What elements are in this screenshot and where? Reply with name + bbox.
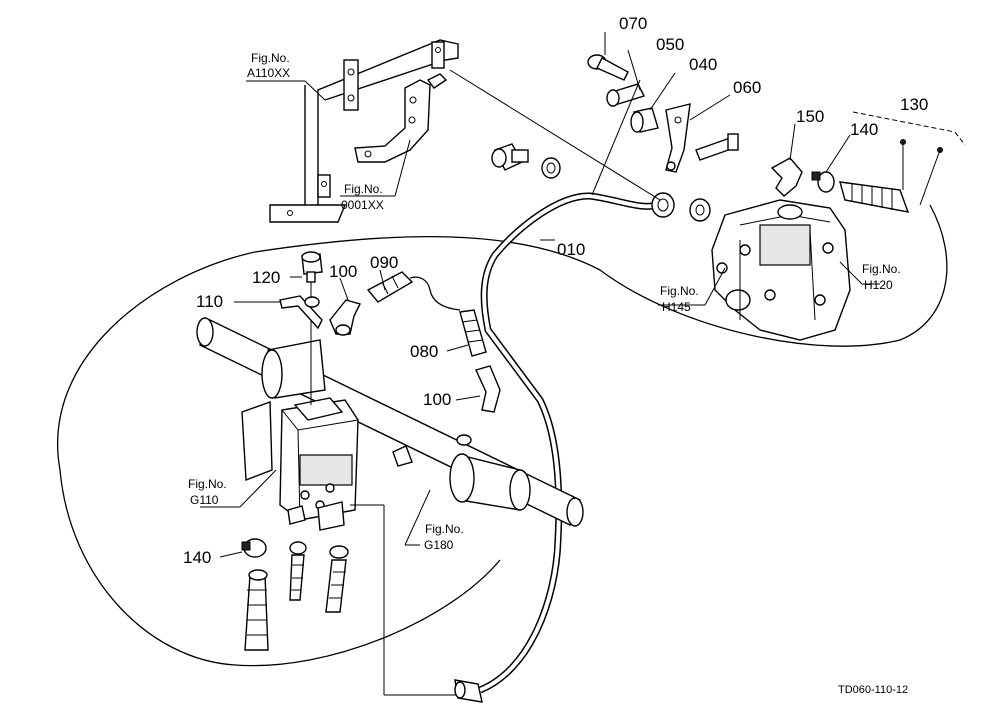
figure-ref-g110: Fig.No. G110	[188, 477, 227, 507]
left-boundary-loop	[57, 251, 501, 667]
figure-ref-g180: Fig.No. G180	[424, 522, 464, 552]
figure-ref-a110: Fig.No. A110XX	[247, 51, 290, 80]
leader-lines	[200, 32, 880, 696]
part-label-120: 120	[252, 268, 280, 287]
bracket-0001	[354, 73, 448, 163]
figure-ref-0001-line1: Fig.No.	[344, 182, 383, 196]
figure-ref-g180-line1: Fig.No.	[425, 522, 464, 536]
clamp-140-lower	[241, 538, 267, 558]
part-label-090: 090	[370, 253, 398, 272]
bolt-small	[695, 133, 739, 161]
washer-a	[541, 157, 561, 179]
elbow-100-upper	[329, 299, 362, 336]
part-label-100-upper: 100	[329, 262, 357, 281]
part-label-050: 050	[656, 35, 684, 54]
part-label-010: 010	[557, 240, 585, 259]
bracket-130-dashed	[852, 111, 966, 146]
banjo-bolt	[491, 143, 529, 171]
figure-ref-g110-line2: G110	[190, 493, 219, 507]
cylinder-right	[449, 453, 531, 511]
hose-lower-b	[289, 541, 307, 601]
clamp-140-upper	[811, 171, 835, 193]
figure-ref-g110-line1: Fig.No.	[188, 477, 227, 491]
bolt-070	[587, 54, 629, 81]
part-label-110: 110	[196, 292, 223, 311]
part-label-080: 080	[410, 342, 438, 361]
elbow-150	[770, 157, 803, 197]
bolt-120	[301, 251, 323, 405]
figure-ref-h145-line2: H145	[662, 300, 691, 314]
pipe-110	[279, 295, 323, 330]
figure-ref-0001: Fig.No. 0001XX	[341, 182, 384, 212]
part-label-150: 150	[796, 107, 824, 126]
figure-ref-g180-line2: G180	[424, 538, 454, 552]
bracket-a110	[269, 39, 459, 223]
part-label-130: 130	[900, 95, 928, 114]
hose-fitting-080	[459, 309, 487, 357]
hose-lower-a	[244, 569, 269, 651]
hydraulic-pump	[711, 199, 851, 341]
figure-ref-0001-line2: 0001XX	[341, 198, 384, 212]
part-label-060: 060	[733, 78, 761, 97]
figure-ref-h120-line1: Fig.No.	[862, 262, 901, 276]
collar-left	[261, 339, 326, 399]
figure-ref-h120-line2: H120	[864, 278, 893, 292]
washer-b	[689, 198, 711, 222]
pipe-010	[454, 192, 675, 703]
part-label-040: 040	[689, 55, 717, 74]
elbow-100-lower	[456, 365, 501, 446]
control-valve	[241, 397, 359, 531]
part-label-140-lower: 140	[183, 548, 211, 567]
lever-060	[665, 103, 691, 173]
part-label-140-upper: 140	[850, 120, 878, 139]
figure-ref-h145: Fig.No. H145	[660, 284, 699, 314]
part-labels: 070 050 040 060 130 150 140 010 120 100 …	[183, 14, 928, 567]
figure-ref-a110-line1: Fig.No.	[251, 51, 290, 65]
figure-ref-h145-line1: Fig.No.	[660, 284, 699, 298]
part-label-070: 070	[619, 14, 647, 33]
right-boundary-loop	[254, 204, 948, 347]
figure-ref-a110-line2: A110XX	[247, 66, 290, 80]
collar-050	[606, 83, 645, 107]
hose-lower-c	[325, 545, 349, 613]
figure-ref-h120: Fig.No. H120	[862, 262, 901, 292]
pin-040	[630, 107, 659, 133]
part-label-100-lower: 100	[423, 390, 451, 409]
small-fitting	[392, 445, 413, 467]
drawing-code: TD060-110-12	[838, 684, 908, 696]
hose-130	[839, 139, 943, 213]
